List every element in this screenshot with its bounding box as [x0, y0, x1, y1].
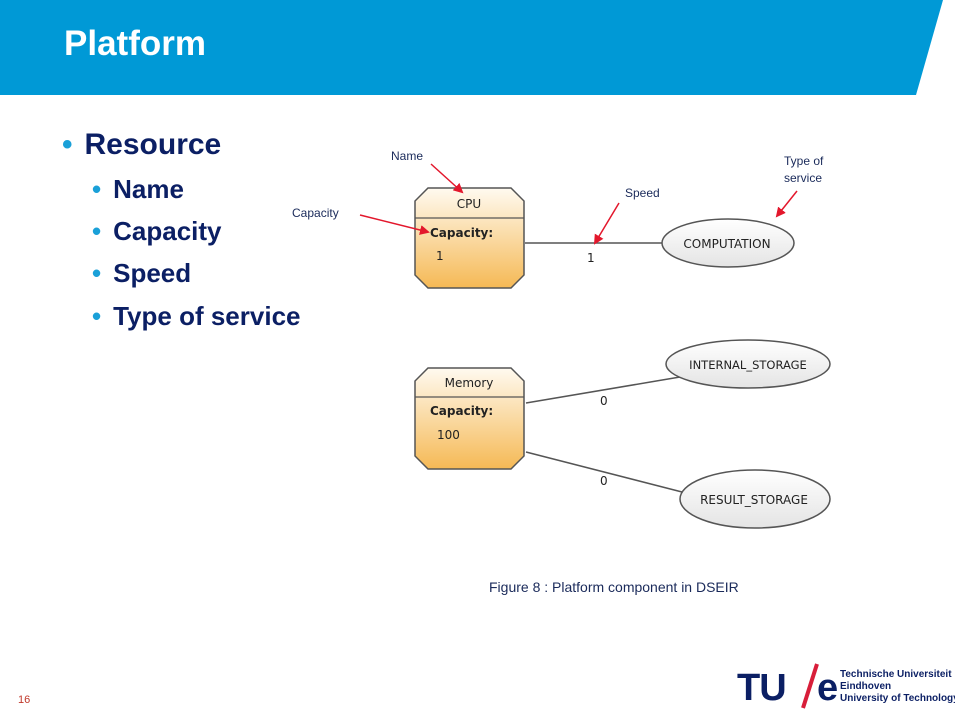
bullet-capacity: • Capacity [92, 216, 222, 247]
internal-storage-label: INTERNAL_STORAGE [689, 358, 807, 372]
memory-title: Memory [445, 376, 494, 390]
bullet-name-text: Name [113, 174, 184, 204]
memory-capacity-label: Capacity: [430, 404, 493, 418]
result-storage-link-line [525, 451, 683, 493]
bullet-resource-text: Resource [84, 128, 222, 161]
result-storage-service: RESULT_STORAGE [679, 469, 831, 529]
bullet-dot: • [92, 174, 102, 204]
cpu-component: CPU Capacity: 1 [414, 187, 525, 289]
tue-logo-line3: University of Technology [840, 693, 955, 704]
result-storage-label: RESULT_STORAGE [700, 493, 808, 507]
cpu-speed-value: 1 [587, 251, 595, 265]
memory-component: Memory Capacity: 100 [414, 367, 525, 470]
bullet-speed: • Speed [92, 258, 191, 289]
page-number: 16 [18, 694, 31, 706]
bullet-resource: • Resource [62, 128, 221, 162]
internal-storage-link-value: 0 [600, 394, 608, 408]
computation-label: COMPUTATION [683, 237, 770, 251]
bullet-dot: • [92, 301, 102, 331]
bullet-capacity-text: Capacity [113, 216, 222, 246]
tue-logo-line2: Eindhoven [840, 681, 891, 692]
tue-logo-line1: Technische Universiteit [840, 669, 952, 680]
cpu-title: CPU [457, 197, 481, 211]
svg-text:TU: TU [737, 667, 786, 709]
bullet-speed-text: Speed [113, 258, 192, 288]
speed-arrow [593, 202, 620, 245]
bullet-dot: • [92, 216, 102, 246]
header-band [0, 0, 943, 95]
cpu-capacity-value: 1 [436, 249, 444, 263]
name-arrow [430, 163, 464, 194]
internal-storage-service: INTERNAL_STORAGE [665, 339, 831, 389]
capacity-arrow [359, 214, 430, 235]
bullet-name: • Name [92, 174, 184, 205]
cpu-capacity-label: Capacity: [430, 226, 493, 240]
memory-capacity-value: 100 [437, 428, 460, 442]
bullet-dot: • [62, 128, 73, 161]
bullet-dot: • [92, 258, 102, 288]
svg-text:e: e [817, 667, 838, 709]
bullet-type-of-service-text: Type of service [113, 301, 301, 331]
annotation-name: Name [391, 149, 423, 163]
figure-caption: Figure 8 : Platform component in DSEIR [489, 579, 739, 595]
tue-logo: TU e Technische Universiteit Eindhoven U… [737, 663, 955, 709]
annotation-capacity: Capacity [292, 206, 339, 220]
annotation-type-of-service-line2: service [784, 171, 822, 185]
internal-storage-link-line [525, 376, 681, 404]
tue-logo-mark: TU e [737, 663, 838, 709]
bullet-type-of-service: • Type of service [92, 301, 301, 332]
annotation-type-of-service-line1: Type of [784, 154, 824, 168]
type-of-service-arrow [775, 190, 798, 218]
annotation-speed: Speed [625, 186, 660, 200]
slide-title: Platform [64, 24, 206, 63]
computation-service: COMPUTATION [661, 218, 795, 268]
result-storage-link-value: 0 [600, 474, 608, 488]
